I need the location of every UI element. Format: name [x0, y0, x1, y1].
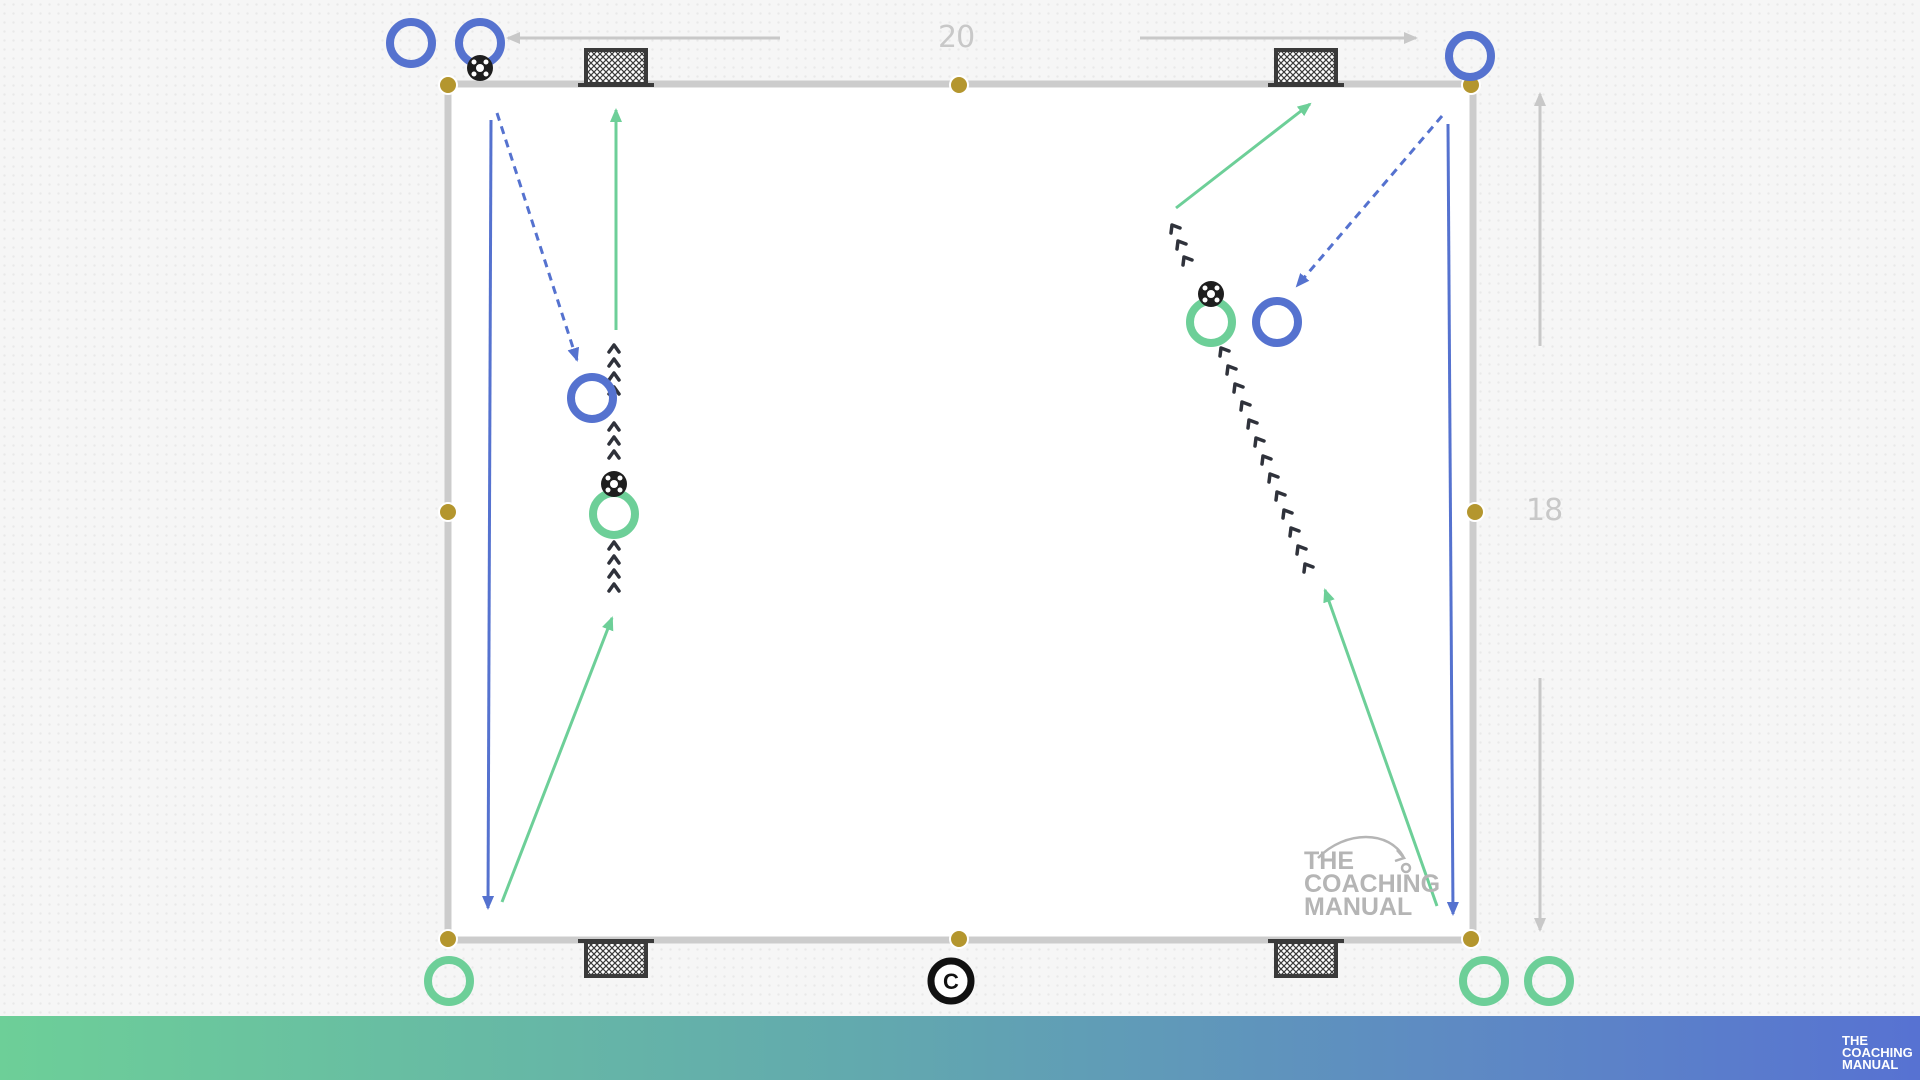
blue-player — [1445, 31, 1495, 81]
dribble-path — [1169, 223, 1194, 267]
blue-pass-arrow — [1295, 115, 1444, 288]
footer-logo-text: MANUAL — [1842, 1057, 1899, 1072]
watermark-text: MANUAL — [1304, 893, 1413, 921]
cone-marker — [949, 929, 969, 949]
watermark-text: THE — [1304, 847, 1354, 875]
height-dimension-label: 18 — [1526, 493, 1563, 528]
football-icon — [467, 55, 493, 81]
watermark-text: COACHING — [1304, 870, 1441, 898]
coach-marker: C — [927, 957, 975, 1005]
cone-marker — [438, 75, 458, 95]
footer-logo-text: THE — [1842, 1033, 1868, 1048]
green-run-arrow — [1175, 102, 1312, 210]
green-player — [1459, 956, 1509, 1006]
width-dimension-label: 20 — [938, 20, 975, 55]
pitch-area — [448, 84, 1472, 940]
blue-player — [386, 18, 436, 68]
green-player — [1524, 956, 1574, 1006]
green-run-arrow — [500, 616, 614, 903]
cone-marker — [1465, 502, 1485, 522]
cone-marker — [1461, 929, 1481, 949]
mini-goal — [578, 48, 654, 87]
mini-goal — [578, 939, 654, 978]
blue-run-arrow — [482, 119, 495, 910]
blue-player — [1252, 297, 1302, 347]
dribble-path — [1218, 346, 1315, 574]
blue-player — [567, 373, 617, 423]
dribble-path — [607, 540, 621, 593]
mini-goal — [1268, 48, 1344, 87]
blue-run-arrow — [1446, 123, 1459, 916]
footer-logo-text: COACHING — [1842, 1045, 1913, 1060]
football-icon — [1198, 281, 1224, 307]
green-player — [424, 956, 474, 1006]
dribble-path — [607, 343, 621, 460]
green-run-arrow — [1323, 588, 1439, 907]
football-icon — [601, 471, 627, 497]
footer-bar — [0, 1016, 1920, 1080]
watermark-arc-icon — [1317, 835, 1412, 874]
coach-label: C — [943, 969, 959, 994]
blue-pass-arrow — [495, 112, 580, 362]
mini-goal — [1268, 939, 1344, 978]
cone-marker — [949, 75, 969, 95]
cone-marker — [438, 502, 458, 522]
cone-marker — [438, 929, 458, 949]
